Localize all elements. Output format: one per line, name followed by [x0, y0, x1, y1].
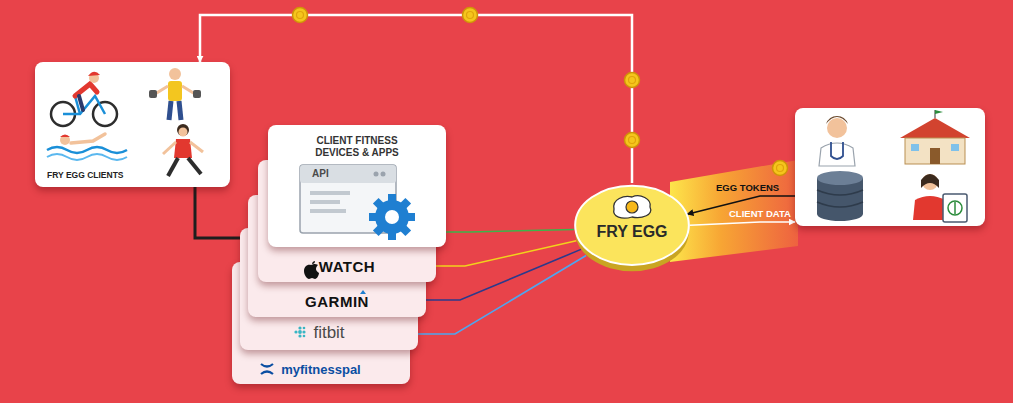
connector	[446, 229, 574, 232]
athletes-illustration	[35, 62, 230, 187]
weightlifter	[149, 68, 201, 120]
node-label: FRY EGG	[596, 223, 667, 241]
connector	[418, 255, 586, 334]
node-label: fitbit	[313, 323, 344, 343]
device-card: CLIENT FITNESS DEVICES & APPS API	[268, 125, 446, 247]
database	[817, 171, 863, 221]
edge-label: EGG TOKENS	[716, 182, 779, 193]
connector	[436, 241, 576, 266]
data-band	[670, 160, 798, 262]
finance-person	[913, 174, 967, 222]
gear-icon	[369, 194, 415, 240]
node-label: GARMIN	[305, 293, 369, 310]
edge-label: CLIENT DATA	[729, 208, 791, 219]
platform-disc: FRY EGG	[574, 183, 690, 273]
node-label: WATCH	[319, 258, 375, 275]
coin	[293, 8, 788, 176]
node-label: FRY EGG CLIENTS	[47, 170, 124, 180]
fried-egg-icon	[614, 196, 651, 218]
connector	[690, 222, 795, 225]
node-label: myfitnesspal	[281, 362, 360, 377]
cyclist	[51, 72, 117, 126]
client-card: FRY EGG CLIENTS	[35, 62, 230, 187]
connector	[426, 249, 581, 300]
school	[900, 110, 970, 164]
partner-card	[795, 108, 985, 226]
node-label: CLIENT FITNESS DEVICES & APPS	[302, 135, 412, 159]
swimmer	[47, 134, 127, 160]
doctor	[819, 116, 855, 166]
node-label: API	[312, 168, 342, 180]
runner	[163, 124, 203, 176]
institutions-illustration	[795, 108, 985, 226]
